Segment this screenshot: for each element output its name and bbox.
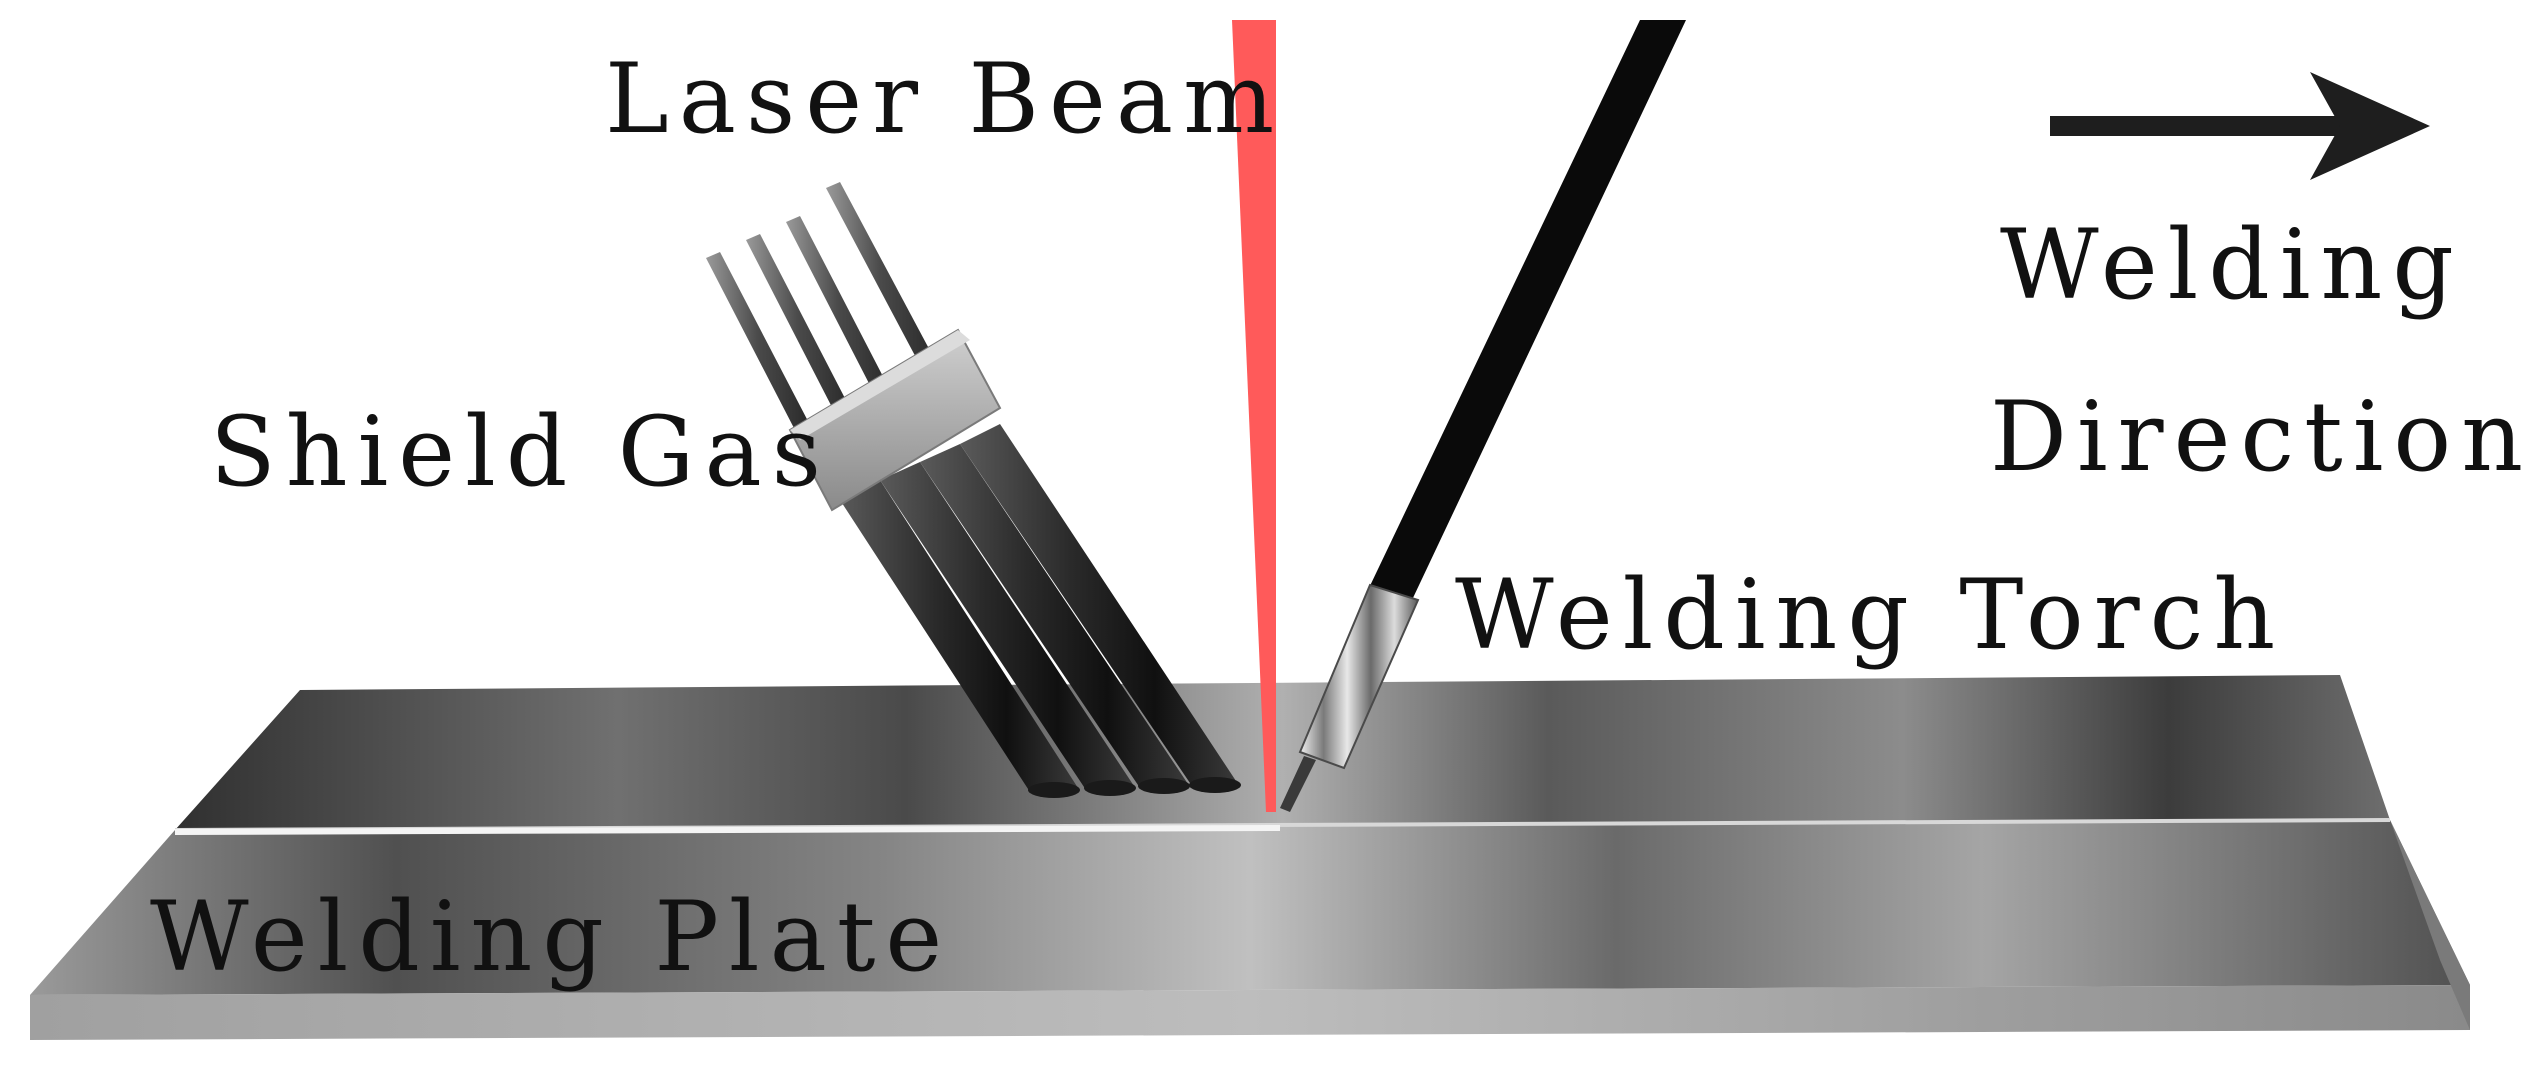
weld-bead xyxy=(174,825,1281,835)
feed-tube xyxy=(826,182,935,367)
shield-gas-label: Shield Gas xyxy=(210,396,831,508)
nozzle-tube xyxy=(920,444,1188,788)
feed-tube xyxy=(786,216,890,397)
gas-feed-tubes xyxy=(706,182,935,432)
welding-torch xyxy=(1280,20,1686,812)
plate-front-edge xyxy=(30,985,2470,1040)
welding-direction-label-line1: Welding xyxy=(2000,209,2464,321)
right-arrow-icon xyxy=(2050,72,2430,180)
welding-direction-label-line2: Direction xyxy=(1990,381,2521,493)
arrow-shaft xyxy=(2050,116,2350,136)
nozzle-tube xyxy=(880,462,1134,790)
welding-plate-label: Welding Plate xyxy=(150,881,952,993)
nozzle-tube xyxy=(960,424,1238,786)
torch-cable xyxy=(1368,20,1686,600)
torch-nozzle xyxy=(1298,583,1420,770)
plate-side-edge xyxy=(2390,820,2470,1030)
welding-plate xyxy=(30,675,2470,1040)
feed-tube xyxy=(706,252,810,432)
nozzle-tube xyxy=(840,480,1078,792)
plate-top-front xyxy=(30,820,2470,995)
plate-top-back xyxy=(175,675,2390,830)
nozzle-tip xyxy=(1084,780,1136,796)
torch-wire xyxy=(1280,756,1316,812)
laser-beam xyxy=(1232,20,1276,812)
laser-beam-label: Laser Beam xyxy=(605,43,1284,155)
nozzle-tip xyxy=(1189,777,1241,793)
gas-nozzle-tubes xyxy=(840,424,1241,798)
nozzle-tip xyxy=(1028,782,1080,798)
welding-torch-label: Welding Torch xyxy=(1455,559,2285,671)
feed-tube xyxy=(746,234,850,415)
gas-collar-top xyxy=(790,330,970,440)
shield-gas-nozzles xyxy=(706,182,1241,798)
arrow-head xyxy=(2310,72,2430,180)
nozzle-tip xyxy=(1138,778,1190,794)
